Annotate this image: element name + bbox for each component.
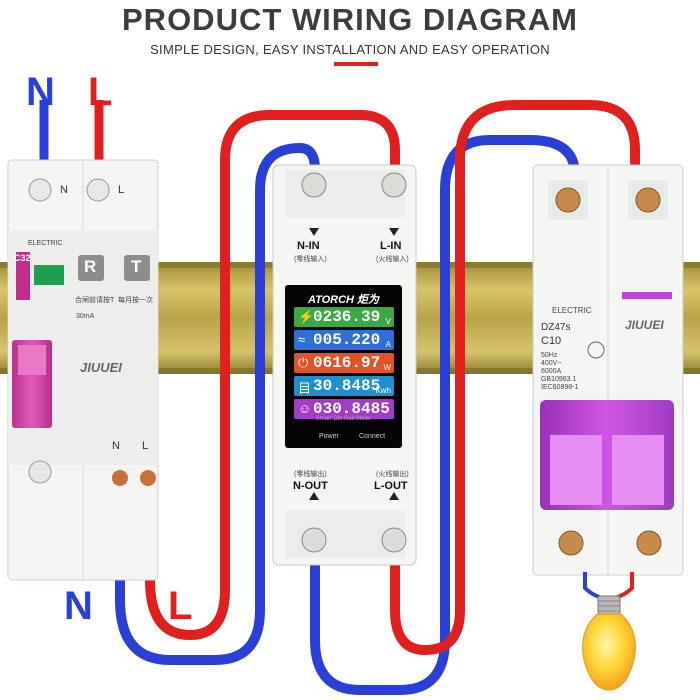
page-title: PRODUCT WIRING DIAGRAM (122, 2, 578, 37)
bottom-live-label: L (168, 584, 193, 628)
reading-unit: V (385, 317, 391, 326)
meter-smart-label: Smart Din Rail Meter (315, 416, 372, 422)
rcbo-button-t[interactable]: T (131, 257, 142, 276)
lamp-live-wire (614, 572, 634, 600)
neutral-wire-rcbo-to-meter (115, 142, 320, 665)
meter-n-out-label: N-OUT (293, 480, 328, 492)
breaker-logo: JIUUEI (625, 318, 664, 332)
top-neutral-label: N (26, 70, 55, 114)
top-live-label: L (88, 70, 113, 114)
reading-value: 0236.39 (313, 308, 381, 326)
breaker-spec2: 400V~ (541, 360, 562, 367)
live-wire-rcbo-to-meter (145, 110, 400, 641)
meter-power-label: Power (319, 433, 339, 440)
reading-icon: ⏻ (298, 355, 309, 370)
breaker-rating: C10 (541, 335, 562, 347)
reading-value: 005.220 (313, 331, 381, 349)
rcbo-bottom-l: L (142, 440, 149, 452)
rcbo-terminal-n: N (60, 184, 68, 196)
bottom-neutral-label: N (64, 584, 93, 628)
breaker-device (532, 164, 684, 576)
rcbo-text-left: 合闸前请按T (75, 297, 115, 304)
reading-icon: 目 (298, 381, 312, 396)
reading-icon: ☺ (298, 401, 312, 416)
meter-n-in-label: N-IN (297, 240, 320, 252)
rcbo-device (7, 159, 159, 581)
rcbo-bottom-n: N (112, 440, 120, 452)
meter-n-in-cn: (零线输入) (294, 256, 327, 263)
meter-connect-label: Connect (359, 433, 386, 440)
rcbo-text-right: 每月按一次 (118, 297, 153, 304)
rcbo-logo: JIUUEI (80, 360, 122, 375)
rcbo-rating: C32 (14, 253, 31, 263)
breaker-brand-small: ELECTRIC (552, 306, 592, 315)
reading-value: 0616.97 (313, 354, 381, 372)
meter-n-out-cn: (零线输出) (294, 471, 327, 478)
meter-l-out-cn: (火线输出) (376, 471, 409, 478)
meter-brand: ATORCH 炬为 (307, 294, 380, 306)
lamp-neutral-wire (583, 572, 603, 600)
rcbo-spec: 30mA (76, 313, 95, 320)
breaker-spec1: 50Hz (541, 352, 558, 359)
title-underline (334, 62, 378, 66)
reading-unit: W (383, 363, 391, 372)
lightbulb-icon (582, 595, 636, 691)
reading-icon: ⚡ (298, 309, 315, 324)
rcbo-brand-small: ELECTRIC (28, 240, 63, 247)
page-subtitle: SIMPLE DESIGN, EASY INSTALLATION AND EAS… (150, 42, 550, 57)
reading-unit: Kwh (375, 386, 391, 395)
rcbo-terminal-l: L (118, 184, 125, 196)
breaker-spec4: GB10963.1 (541, 376, 577, 383)
breaker-model: DZ47s (541, 322, 571, 333)
live-wire-meter-to-breaker (390, 100, 640, 656)
breaker-spec5: IEC60898-1 (541, 384, 579, 391)
reading-value: 30.8485 (313, 377, 381, 395)
rcbo-button-r[interactable]: R (84, 257, 97, 276)
meter-l-out-label: L-OUT (374, 480, 408, 492)
reading-icon: ≈ (298, 332, 306, 347)
reading-value: 030.8485 (313, 400, 390, 418)
breaker-spec3: 6000A (541, 368, 562, 375)
meter-l-in-label: L-IN (380, 240, 402, 252)
reading-unit: A (385, 340, 391, 349)
meter-l-in-cn: (火线输入) (376, 256, 409, 263)
meter-reading-row: ☺030.8485 (294, 399, 394, 419)
